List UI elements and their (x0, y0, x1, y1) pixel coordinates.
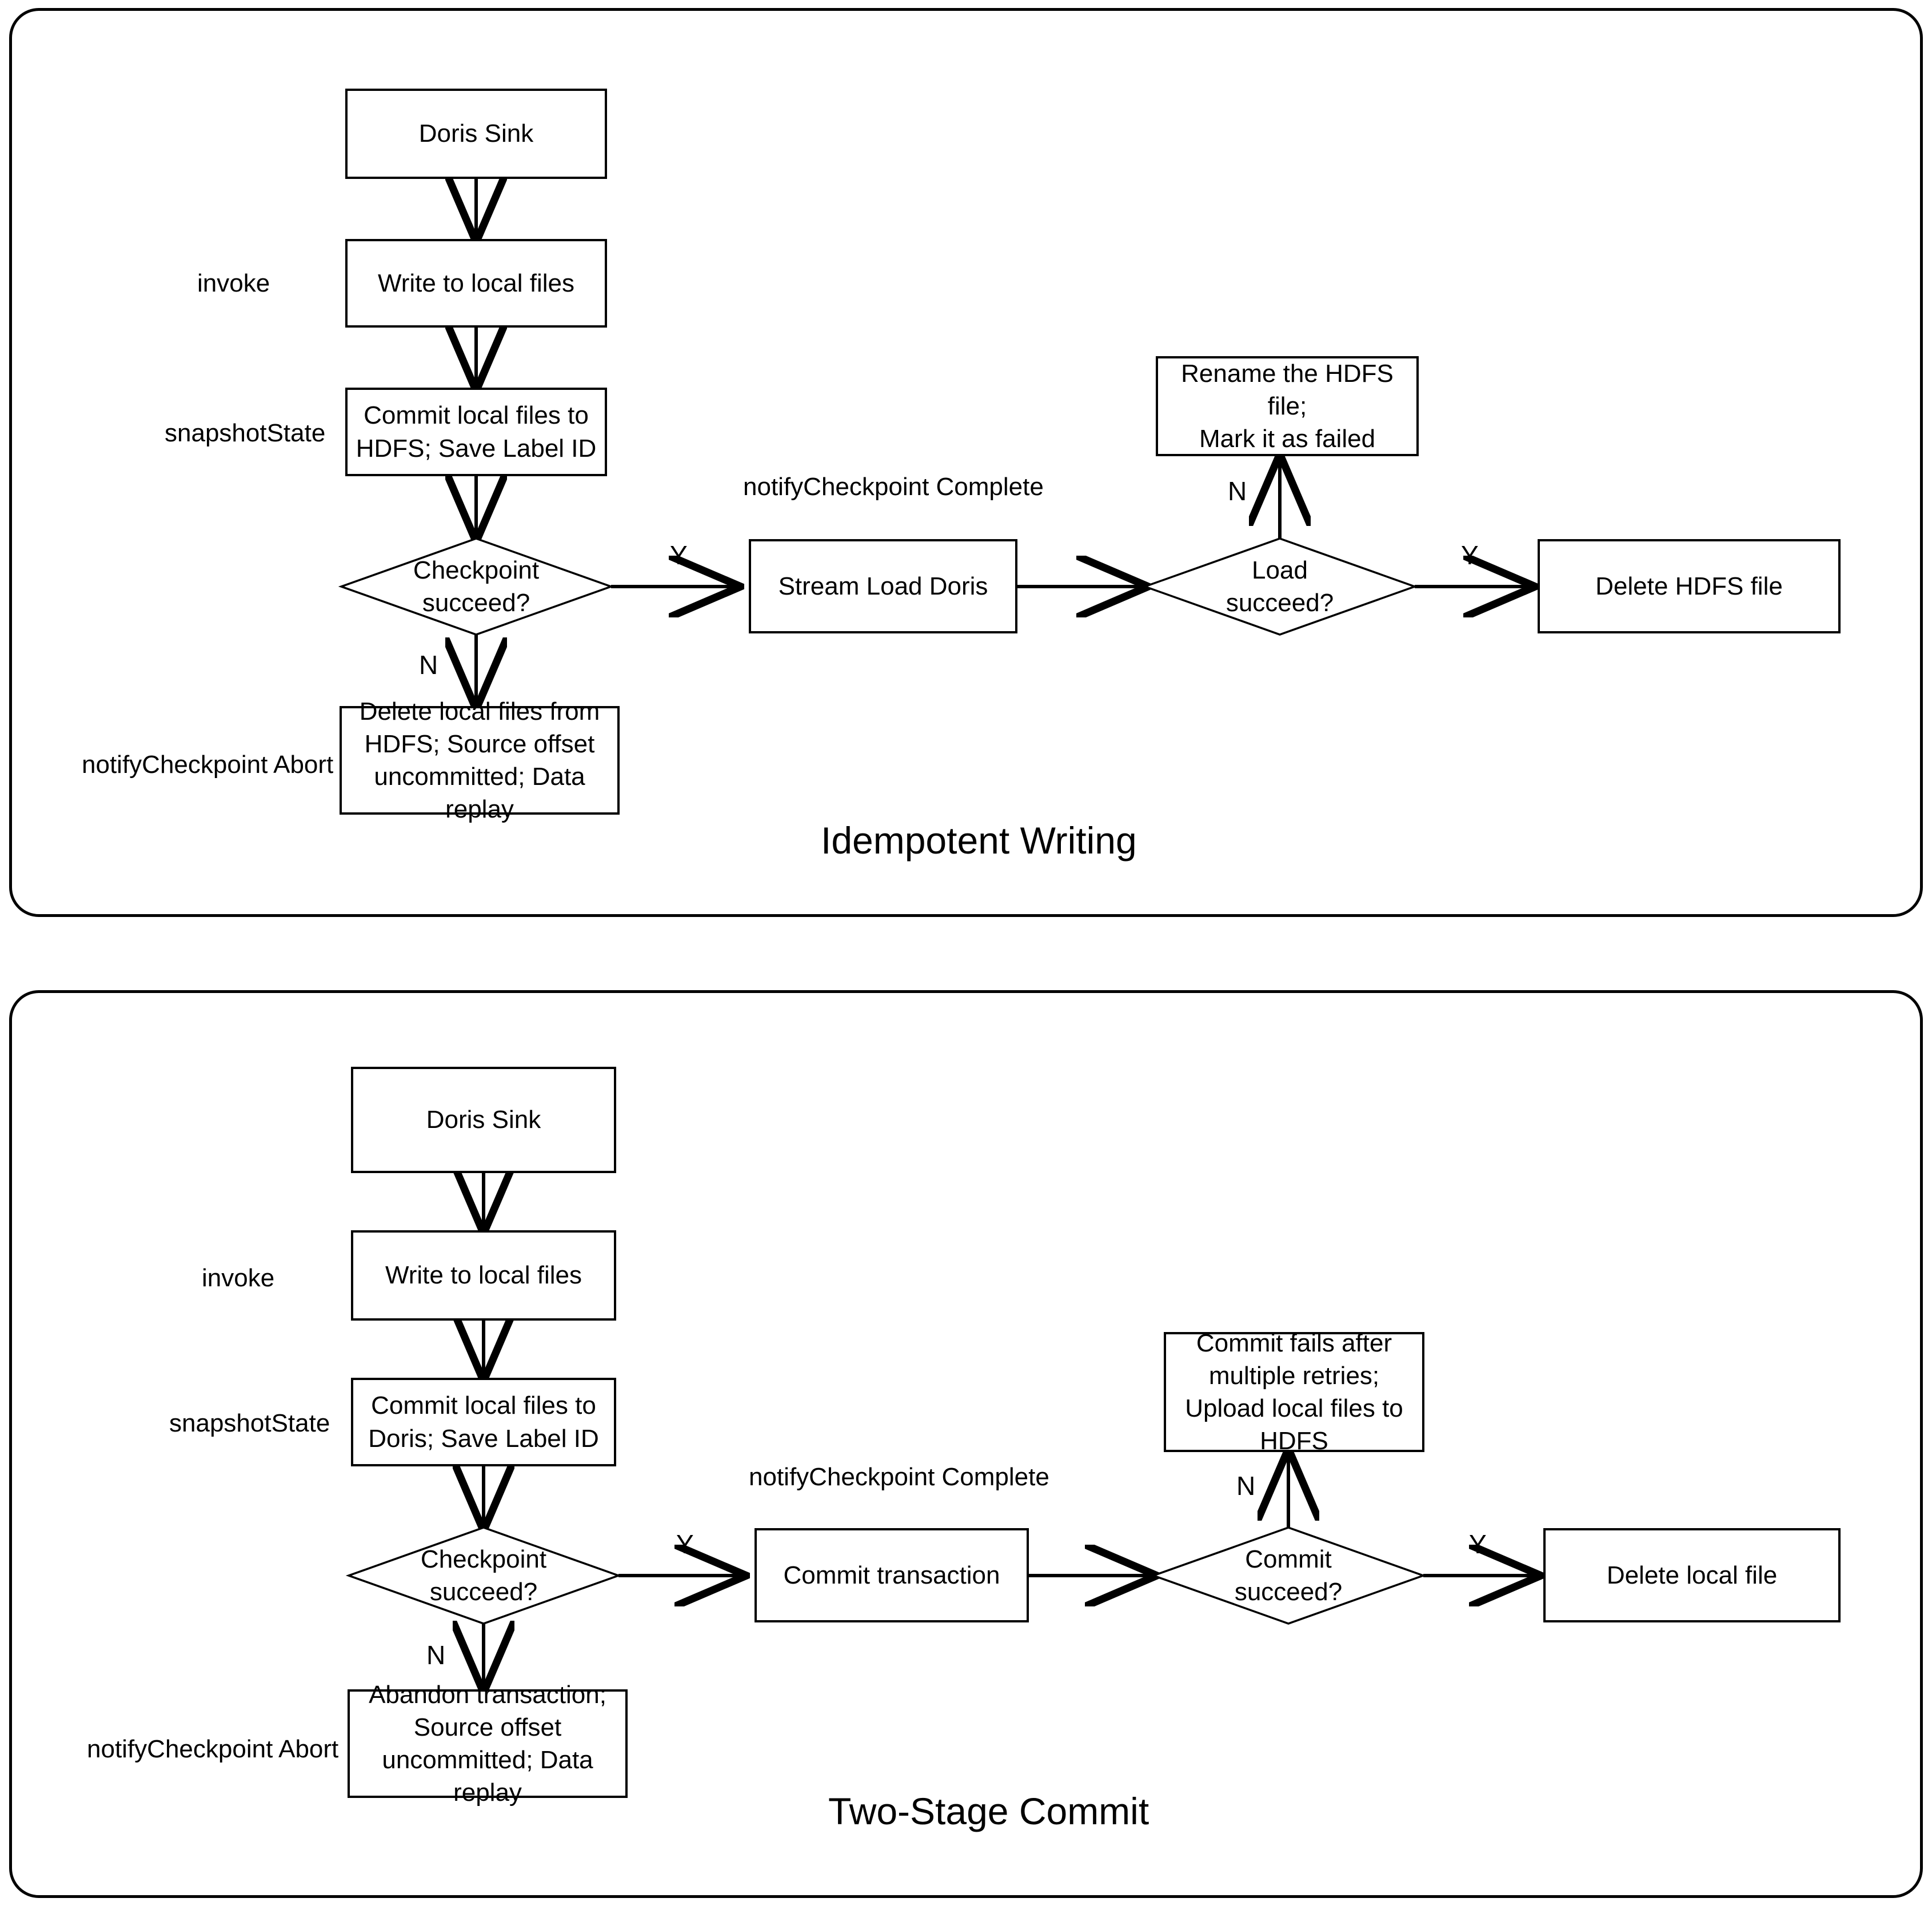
node-commit-local-files-hdfs-p1[interactable]: Commit local files to HDFS; Save Label I… (345, 388, 607, 476)
node-label-line2: Mark it as failed (1199, 425, 1376, 453)
node-label-line1: Commit local files to (364, 401, 589, 430)
node-write-to-local-files-p1[interactable]: Write to local files (345, 239, 607, 328)
node-label-line2: succeed? (1234, 1578, 1343, 1606)
panel-idempotent-writing (9, 8, 1923, 917)
node-delete-local-file[interactable]: Delete local file (1543, 1528, 1841, 1622)
node-label: Delete local file (1606, 1561, 1778, 1589)
node-label-line1: Rename the HDFS file; (1181, 359, 1394, 420)
node-stream-load-doris[interactable]: Stream Load Doris (749, 539, 1017, 633)
edge-label-load-no: N (1228, 476, 1247, 506)
node-rename-hdfs-file[interactable]: Rename the HDFS file; Mark it as failed (1156, 356, 1419, 456)
node-label-line1: Checkpoint (413, 556, 540, 584)
edge-label-load-yes: Y (1461, 540, 1479, 570)
node-label-line1: Delete local files from (359, 697, 600, 725)
node-label-line1: Commit (1245, 1545, 1332, 1573)
node-label-line2: HDFS; Save Label ID (356, 434, 597, 462)
node-label-line1: Commit fails after (1196, 1329, 1392, 1357)
node-label-line2: Source offset (413, 1713, 562, 1741)
node-label: Write to local files (378, 269, 574, 297)
node-doris-sink-p1[interactable]: Doris Sink (345, 89, 607, 179)
node-label-line2: succeed? (429, 1578, 538, 1606)
edge-label-commit-yes: Y (1469, 1529, 1487, 1559)
node-checkpoint-succeed-p2[interactable]: Checkpoint succeed? (349, 1528, 618, 1624)
node-label: Write to local files (385, 1261, 582, 1290)
node-write-to-local-files-p2[interactable]: Write to local files (351, 1230, 616, 1321)
node-commit-transaction[interactable]: Commit transaction (755, 1528, 1029, 1622)
stage-label-notify-abort-p2: notifyCheckpoint Abort (87, 1735, 339, 1763)
node-abandon-transaction-p2[interactable]: Abandon transaction; Source offset uncom… (348, 1681, 628, 1807)
stage-label-notify-complete-p2: notifyCheckpoint Complete (749, 1463, 1049, 1491)
stage-label-notify-complete-p1: notifyCheckpoint Complete (743, 473, 1044, 501)
edge-label-checkpoint-no-p1: N (419, 650, 438, 680)
node-load-succeed[interactable]: Load succeed? (1145, 539, 1415, 635)
stage-label-invoke-p1: invoke (197, 269, 270, 297)
edge-label-checkpoint-yes-p1: Y (670, 540, 688, 570)
node-delete-hdfs-file[interactable]: Delete HDFS file (1538, 539, 1841, 633)
node-label-line3: Upload local files to (1185, 1394, 1403, 1422)
stage-label-snapshot-state-p1: snapshotState (165, 419, 326, 447)
node-label-line2: succeed? (422, 589, 530, 617)
node-doris-sink-p2[interactable]: Doris Sink (351, 1067, 616, 1173)
node-label-line1: Checkpoint (420, 1545, 547, 1573)
node-commit-fails-upload-hdfs[interactable]: Commit fails after multiple retries; Upl… (1164, 1329, 1424, 1455)
stage-label-snapshot-state-p2: snapshotState (169, 1409, 330, 1437)
node-label-line3: uncommitted; Data replay (382, 1746, 593, 1807)
node-label-line1: Commit local files to (371, 1391, 596, 1420)
node-label-line2: HDFS; Source offset (364, 729, 595, 758)
node-label-line2: Doris; Save Label ID (368, 1424, 599, 1453)
node-label-line1: Load (1252, 556, 1308, 584)
edge-label-commit-no: N (1236, 1471, 1256, 1501)
node-checkpoint-succeed-p1[interactable]: Checkpoint succeed? (341, 539, 611, 635)
node-commit-local-files-doris-p2[interactable]: Commit local files to Doris; Save Label … (351, 1378, 616, 1466)
panel-title-two-stage-commit: Two-Stage Commit (828, 1790, 1149, 1832)
node-label-line2: multiple retries; (1208, 1361, 1380, 1390)
node-delete-local-files-p1[interactable]: Delete local files from HDFS; Source off… (340, 697, 620, 823)
panel-two-stage-commit (9, 990, 1923, 1898)
edge-label-checkpoint-no-p2: N (426, 1640, 446, 1670)
node-label-line4: HDFS (1260, 1427, 1328, 1456)
node-label: Delete HDFS file (1595, 572, 1783, 600)
panel-title-idempotent-writing: Idempotent Writing (821, 819, 1137, 862)
stage-label-invoke-p2: invoke (202, 1264, 275, 1292)
node-label-line3: uncommitted; Data replay (374, 763, 585, 824)
node-label: Stream Load Doris (778, 572, 988, 600)
node-commit-succeed[interactable]: Commit succeed? (1153, 1528, 1423, 1624)
edge-label-checkpoint-yes-p2: Y (676, 1529, 694, 1559)
node-label-line2: succeed? (1226, 589, 1334, 617)
node-label: Doris Sink (426, 1106, 541, 1134)
stage-label-notify-abort-p1: notifyCheckpoint Abort (82, 751, 334, 779)
node-label: Doris Sink (418, 119, 534, 148)
node-label-line1: Abandon transaction; (369, 1680, 606, 1709)
node-label: Commit transaction (783, 1561, 1000, 1589)
